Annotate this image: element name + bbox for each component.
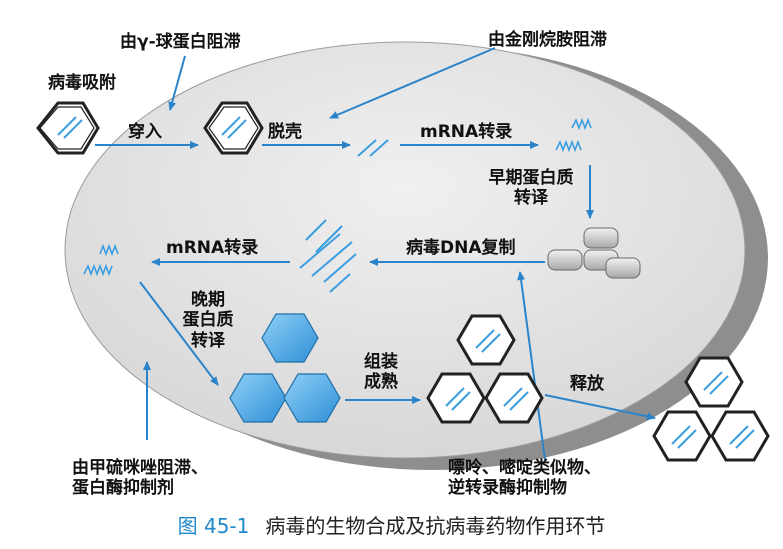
late-capsid-proteins: [229, 313, 341, 423]
arrow-release: [544, 394, 656, 421]
label-purine-block: 嘌呤、嘧啶类似物、 逆转录酶抑制物: [448, 458, 601, 499]
arrow-block-gamma: [168, 55, 186, 111]
figure-title: 病毒的生物合成及抗病毒药物作用环节: [265, 514, 606, 538]
label-early-protein-line2: 转译: [514, 188, 548, 209]
label-early-protein: 早期蛋白质 转译: [476, 168, 586, 209]
label-protease-block: 由甲硫咪唑阻滞、 蛋白酶抑制剂: [72, 458, 208, 499]
label-uncoating: 脱壳: [268, 122, 302, 142]
replicated-dna: [299, 219, 357, 293]
label-purine-line1: 嘌呤、嘧啶类似物、: [448, 458, 601, 478]
label-late-protein-line3: 转译: [191, 330, 225, 351]
label-penetration: 穿入: [128, 122, 162, 142]
label-late-protein-line1: 晚期: [191, 290, 225, 310]
mrna-top: [555, 117, 592, 153]
label-late-protein-line2: 蛋白质: [182, 310, 234, 331]
label-mrna-transcription-mid: mRNA转录: [166, 238, 259, 258]
label-protease-line2: 蛋白酶抑制剂: [72, 478, 174, 499]
label-assembly-line2: 成熟: [364, 372, 398, 393]
label-purine-line2: 逆转录酶抑制物: [448, 478, 567, 499]
arrow-block-amantadine: [329, 47, 496, 119]
label-dna-replication: 病毒DNA复制: [406, 238, 516, 258]
label-assembly: 组装 成熟: [356, 352, 406, 393]
pathway-arrows: [95, 47, 656, 461]
mrna-mid: [83, 243, 119, 277]
label-adsorption: 病毒吸附: [48, 73, 116, 93]
early-proteins: [547, 227, 641, 279]
label-mrna-transcription-top: mRNA转录: [420, 122, 513, 142]
viral-genome-uncoated: [357, 139, 389, 157]
label-release: 释放: [570, 374, 604, 394]
label-amantadine-block: 由金刚烷胺阻滞: [488, 30, 607, 50]
label-early-protein-line1: 早期蛋白质: [488, 168, 574, 188]
label-late-protein: 晚期 蛋白质 转译: [168, 290, 248, 351]
arrow-block-purine: [517, 271, 546, 461]
assembled-virions: [426, 314, 544, 424]
released-virions: [652, 356, 770, 462]
virus-adsorbing: [36, 101, 100, 155]
figure-caption: 图 45-1 病毒的生物合成及抗病毒药物作用环节: [0, 510, 783, 539]
label-protease-line1: 由甲硫咪唑阻滞、: [72, 458, 208, 478]
virus-penetrated: [203, 101, 264, 155]
label-assembly-line1: 组装: [364, 352, 398, 372]
label-gamma-globulin-block: 由γ-球蛋白阻滞: [120, 32, 241, 52]
figure-number: 图 45-1: [177, 514, 250, 538]
arrow-late-protein: [139, 281, 219, 386]
